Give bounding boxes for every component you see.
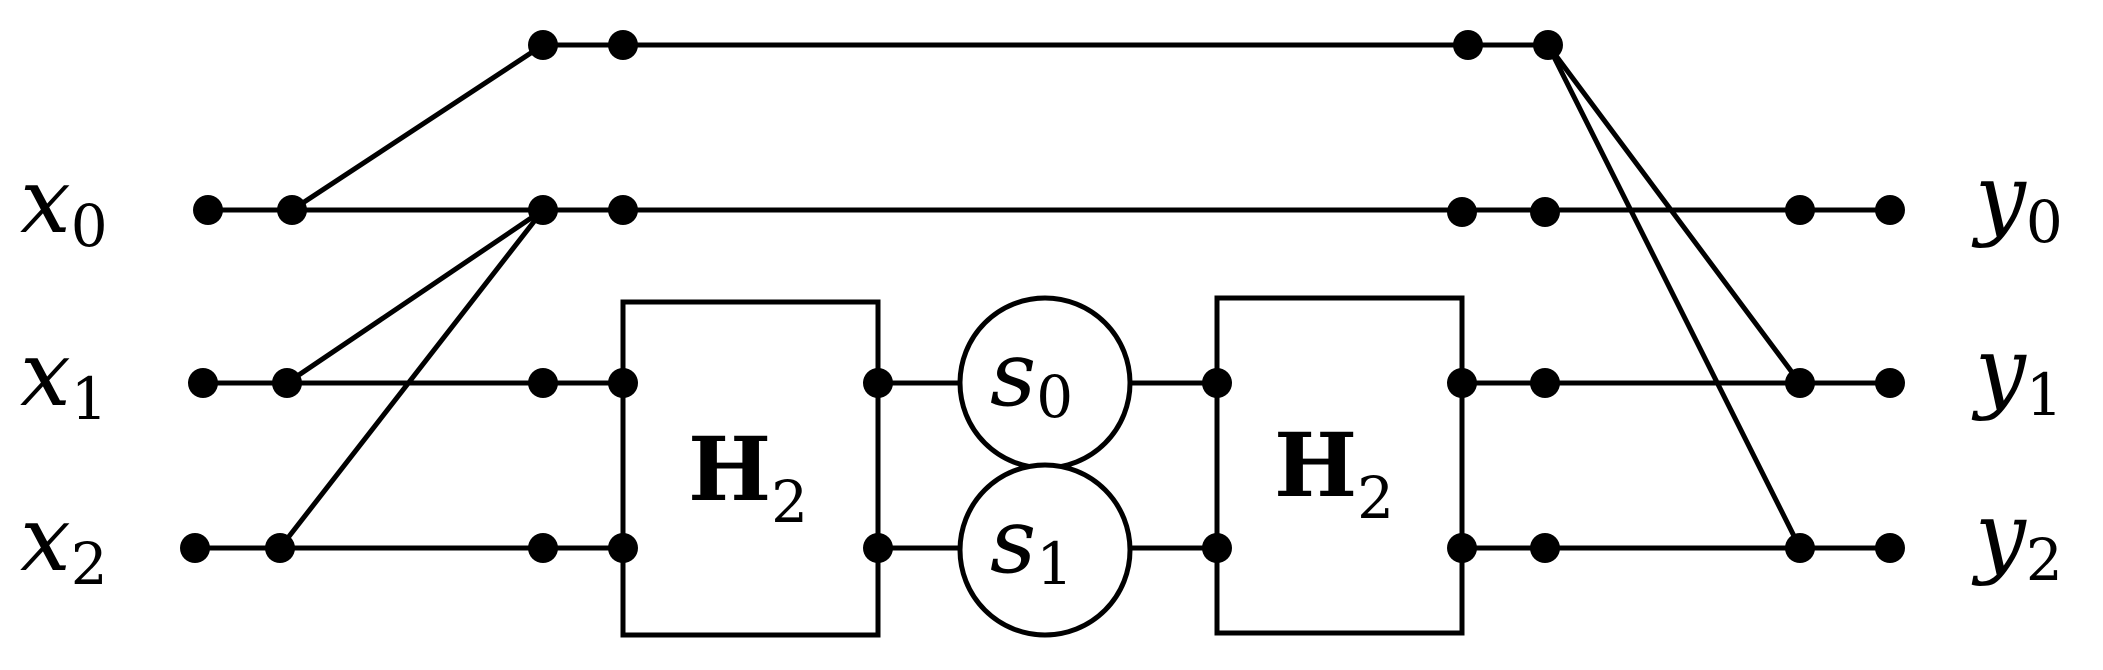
node xyxy=(1453,30,1483,60)
node xyxy=(608,195,638,225)
block-h2-right-label: H2 xyxy=(1274,413,1394,532)
wire-diag-x0-top xyxy=(289,42,546,213)
block-h2-left-label: H2 xyxy=(688,417,808,536)
input-label-x2: x2 xyxy=(20,487,108,598)
node xyxy=(1530,197,1560,227)
wire-diag-x1-x0 xyxy=(284,207,546,386)
scaler-s0-label: s0 xyxy=(990,322,1073,431)
node xyxy=(1202,368,1232,398)
node xyxy=(608,30,638,60)
block-h2-left-rect xyxy=(620,299,881,638)
node xyxy=(1875,195,1905,225)
wire-diag-x2-x0 xyxy=(277,207,546,551)
node xyxy=(1447,368,1477,398)
output-label-y2: y2 xyxy=(1971,483,2063,594)
node xyxy=(863,368,893,398)
node xyxy=(1447,533,1477,563)
node xyxy=(608,533,638,563)
node xyxy=(1785,195,1815,225)
node xyxy=(528,195,558,225)
output-label-y1: y1 xyxy=(1971,318,2063,429)
node xyxy=(188,368,218,398)
nodes xyxy=(180,30,1905,563)
node xyxy=(1533,30,1563,60)
scaler-s1-label: s1 xyxy=(990,489,1073,598)
node xyxy=(1875,368,1905,398)
wire-diag-top-y2 xyxy=(1545,42,1803,551)
node xyxy=(1875,533,1905,563)
scaler-s1: s1 xyxy=(957,462,1133,638)
node xyxy=(180,533,210,563)
wire-diag-top-y1 xyxy=(1545,42,1803,386)
node xyxy=(1202,533,1232,563)
node xyxy=(277,195,307,225)
node xyxy=(1785,533,1815,563)
output-labels: y0 y1 y2 xyxy=(1971,145,2063,594)
node xyxy=(608,368,638,398)
node xyxy=(528,368,558,398)
output-label-y0: y0 xyxy=(1971,145,2063,256)
node xyxy=(1785,368,1815,398)
block-h2-right: H2 xyxy=(1214,295,1465,636)
node xyxy=(1530,368,1560,398)
node xyxy=(265,533,295,563)
scaler-s0: s0 xyxy=(957,295,1133,471)
node xyxy=(1530,533,1560,563)
node xyxy=(528,533,558,563)
input-label-x0: x0 xyxy=(20,149,108,260)
node xyxy=(272,368,302,398)
scaler-s1-circle xyxy=(957,462,1133,638)
node xyxy=(863,533,893,563)
node xyxy=(193,195,223,225)
input-labels: x0 x1 x2 xyxy=(20,149,108,598)
node xyxy=(1447,197,1477,227)
node xyxy=(528,30,558,60)
input-label-x1: x1 xyxy=(20,322,108,433)
block-h2-right-rect xyxy=(1214,295,1465,636)
block-h2-left: H2 xyxy=(620,299,881,638)
